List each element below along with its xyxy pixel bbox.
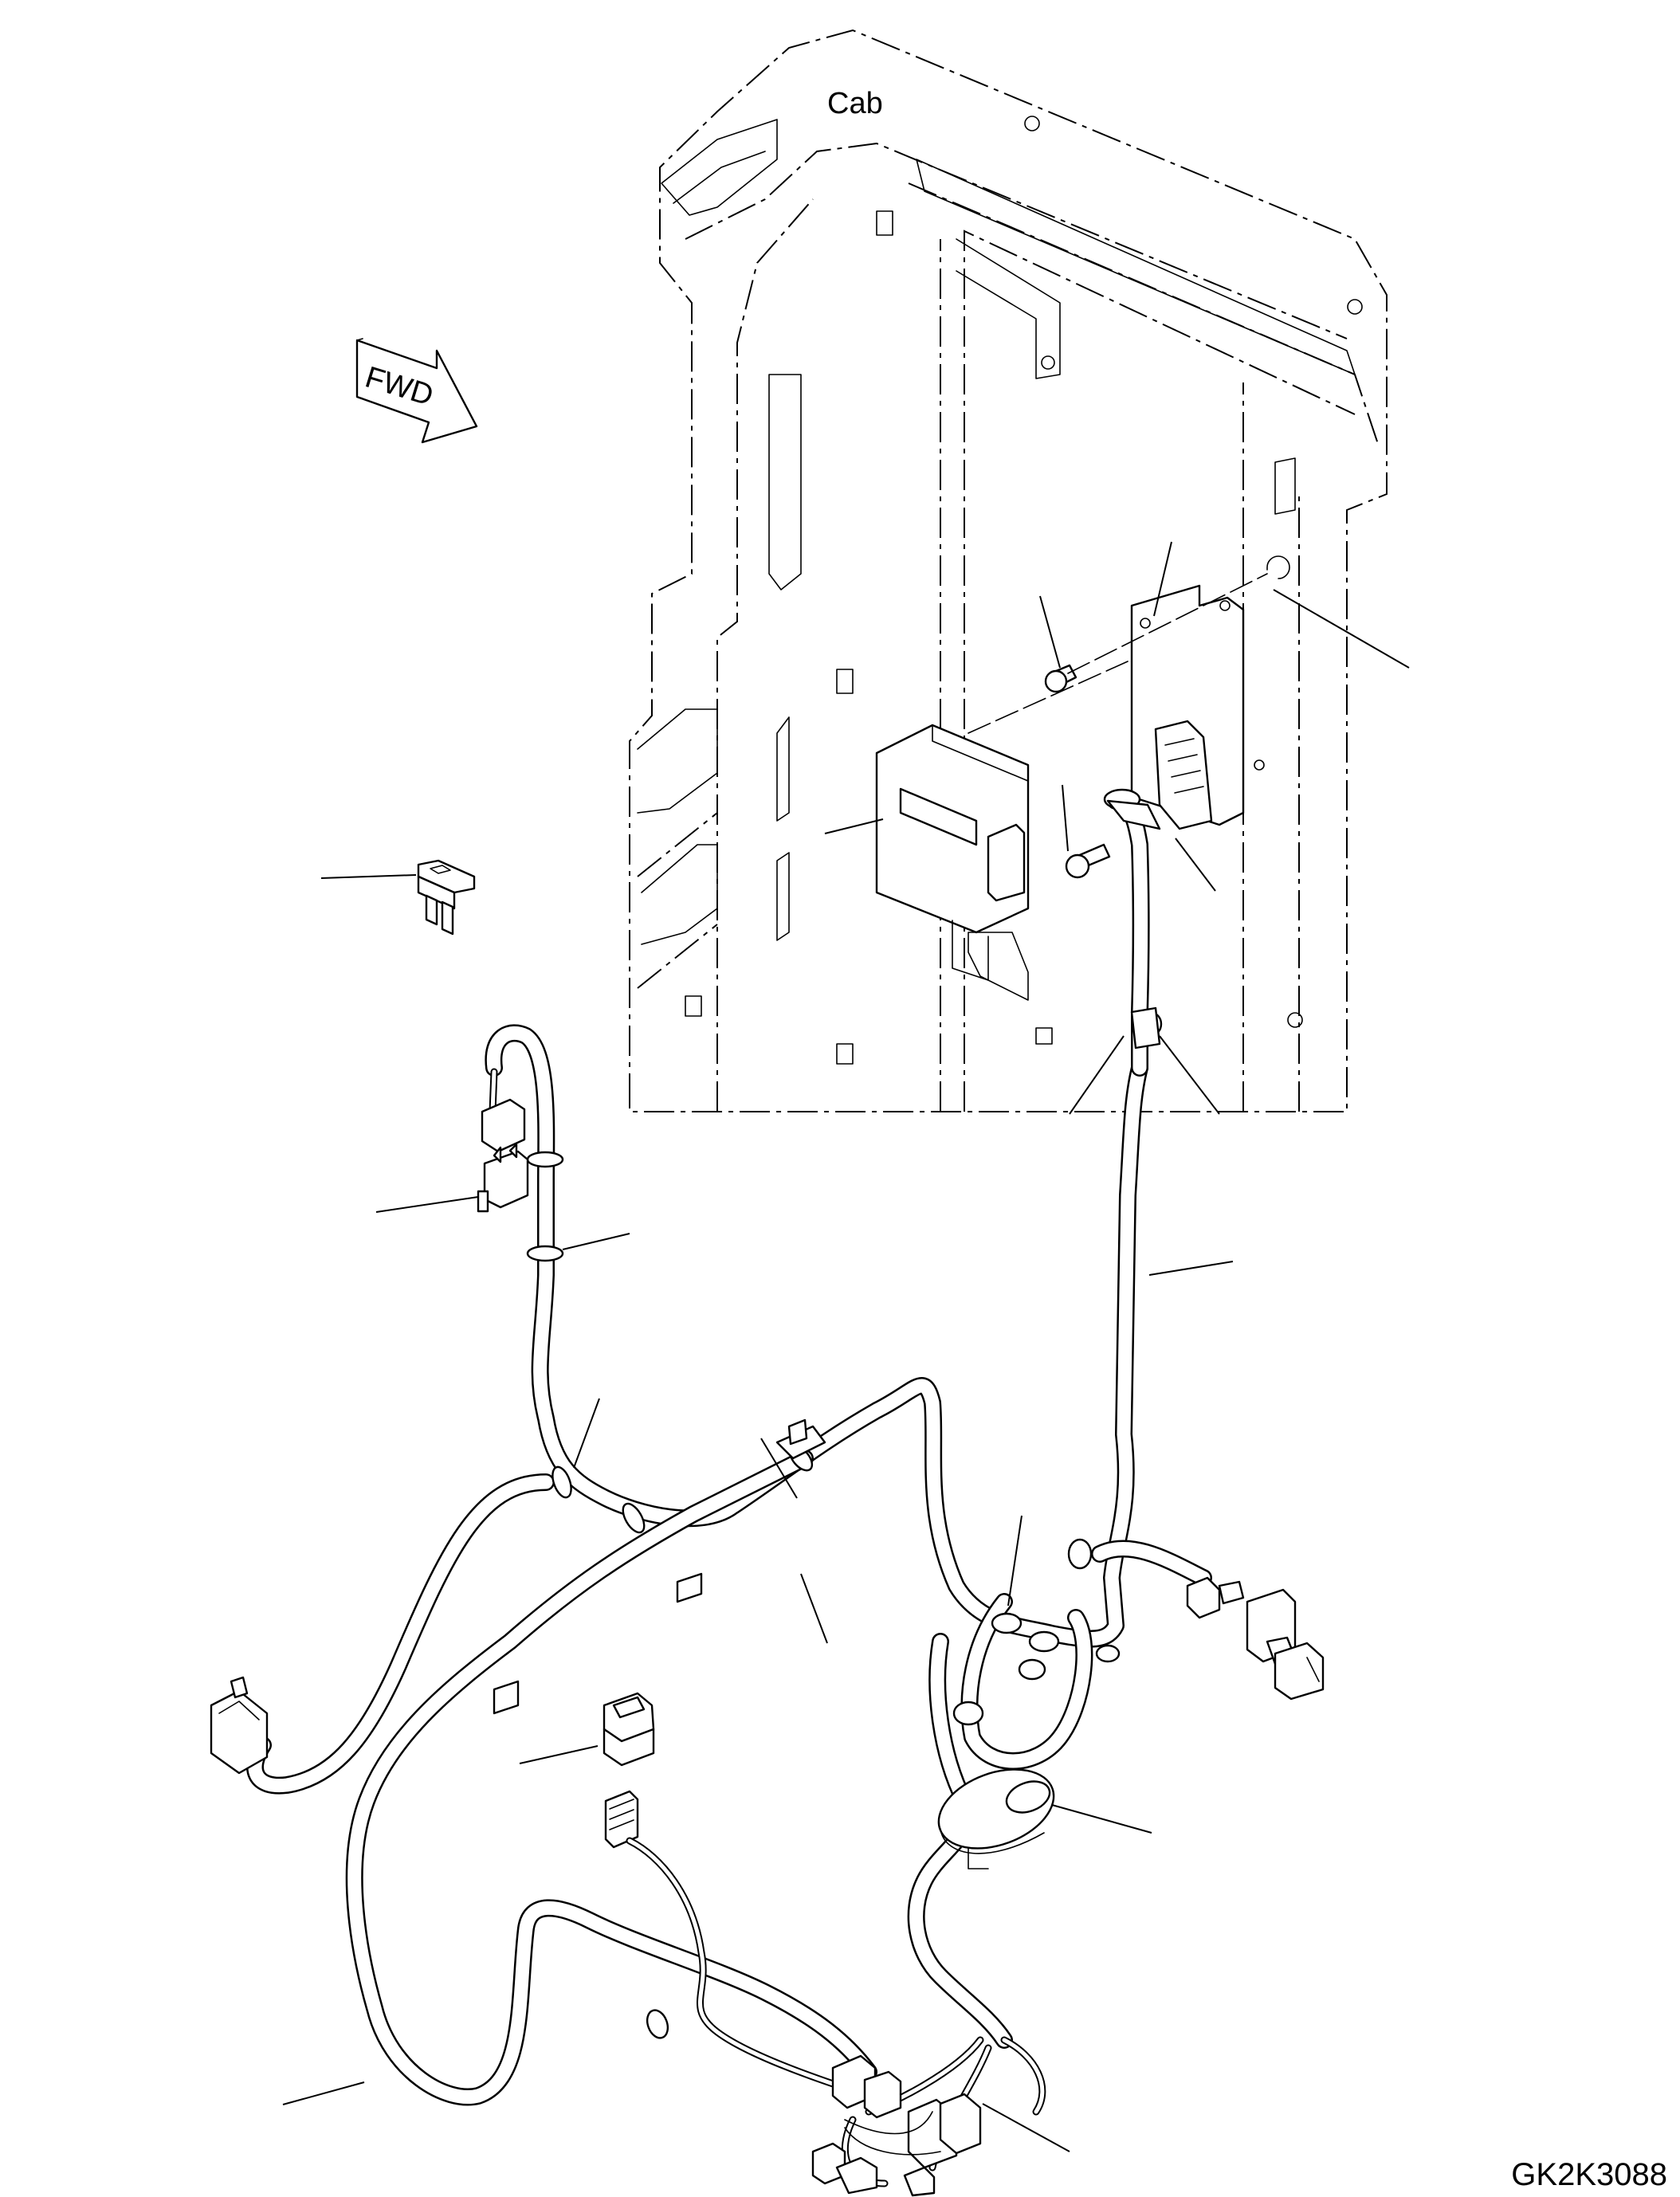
cab-outline bbox=[629, 29, 1388, 1112]
harness-clips bbox=[526, 1011, 1163, 2039]
grommet bbox=[937, 1768, 1055, 1869]
rocker-switch bbox=[603, 1692, 849, 2092]
screw-upper bbox=[1044, 664, 1077, 693]
upper-relay-connector bbox=[477, 1068, 529, 1213]
bracket-connector bbox=[1154, 720, 1213, 830]
drawing-number: GK2K3088 bbox=[1511, 2157, 1667, 2192]
controller-bracket bbox=[1130, 555, 1290, 826]
cab-details bbox=[637, 116, 1363, 1065]
cab-label: Cab bbox=[827, 87, 883, 120]
harness-clamp bbox=[1103, 788, 1161, 1049]
screw-lower bbox=[1065, 843, 1111, 879]
main-harness bbox=[246, 792, 1212, 2106]
lower-connector-cluster bbox=[811, 2036, 1046, 2197]
screw-axis-line bbox=[1067, 573, 1268, 674]
fwd-arrow: FWD bbox=[355, 338, 478, 444]
controller-unit bbox=[875, 661, 1129, 981]
leader-lines bbox=[282, 541, 1410, 2152]
fuse bbox=[417, 859, 476, 936]
harness-brackets bbox=[493, 1418, 826, 1715]
right-connectors bbox=[1186, 1576, 1325, 1701]
left-end-connector bbox=[210, 1676, 269, 1775]
